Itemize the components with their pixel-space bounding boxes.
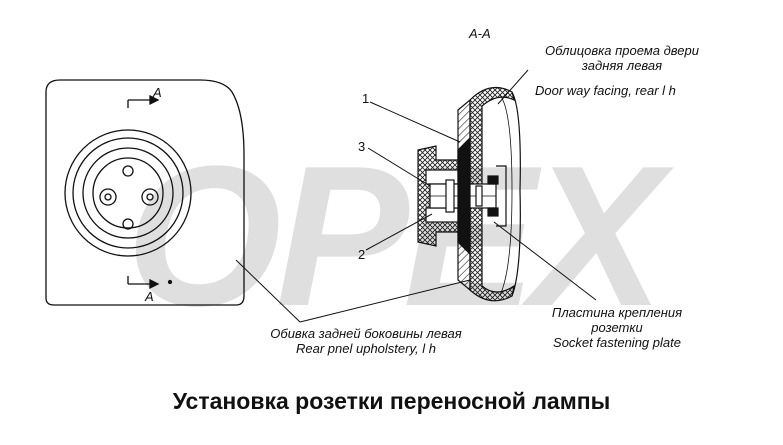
callout-1: 1 (362, 91, 370, 106)
upholstery-en: Rear pnel upholstery, l h (296, 341, 436, 356)
upholstery-label: Обивка задней боковины левая Rear pnel u… (226, 326, 506, 356)
watermark-text: OPEX (126, 125, 674, 348)
callout-3: 3 (358, 139, 366, 154)
fastening-plate (457, 136, 471, 256)
door-facing-ru-line1: Облицовка проема двери (545, 43, 699, 58)
plate-ru-line2: розетки (591, 320, 643, 335)
leader-lines (235, 69, 597, 323)
section-mark-top: A (153, 85, 162, 100)
watermark-logo: OPEX (126, 125, 680, 348)
door-facing-section (469, 86, 515, 302)
section-mark-bottom: A (145, 289, 154, 304)
section-view (417, 86, 521, 302)
plate-ru-line1: Пластина крепления (551, 305, 683, 320)
door-facing-en: Door way facing, rear l h (535, 83, 676, 98)
panel-outline (45, 79, 245, 306)
page-caption: Установка розетки переносной лампы (172, 388, 611, 414)
section-title: A-A (469, 26, 491, 41)
socket-outer-ring (64, 129, 192, 257)
plate-label: Пластина крепления розетки Socket fasten… (522, 305, 712, 350)
door-facing-label: Облицовка проема двери задняя левая (527, 43, 717, 73)
upholstery-ru: Обивка задней боковины левая (270, 326, 462, 341)
callout-2: 2 (358, 247, 366, 262)
plate-en: Socket fastening plate (553, 335, 681, 350)
front-view (45, 79, 245, 306)
door-facing-ru-line2: задняя левая (581, 58, 663, 73)
